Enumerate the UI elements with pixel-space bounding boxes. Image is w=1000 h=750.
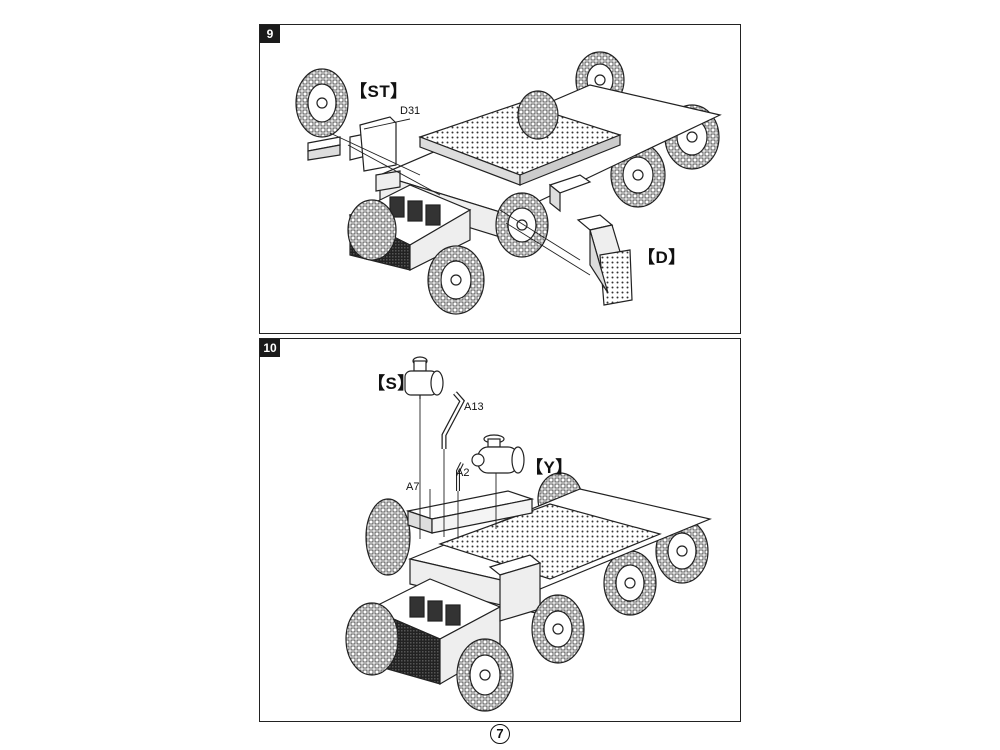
step-number: 10 (260, 339, 280, 357)
part-label-a13: A13 (464, 401, 484, 413)
callout-y: 【Y】 (526, 458, 573, 477)
callout-s: 【S】 (368, 374, 415, 393)
callout-st: 【ST】 (350, 82, 408, 101)
wheel-mid-r (531, 594, 585, 664)
callout-d: 【D】 (638, 248, 686, 267)
part-label-d31: D31 (400, 105, 421, 117)
part-label-a7: A7 (406, 481, 420, 493)
wheel-mid (495, 192, 549, 258)
wheel-front-left (347, 199, 397, 261)
bracket-d31-part (307, 116, 401, 192)
wheel-front-l (345, 602, 399, 676)
wheel-front-right (427, 245, 485, 315)
air-cleaner-s-part (404, 356, 444, 399)
part-d (576, 214, 633, 306)
pipe-a13-part (441, 391, 466, 449)
wheel-rear-c (603, 550, 657, 616)
wheel-mid-2 (517, 90, 559, 140)
step-9-panel: 9 (259, 24, 741, 334)
wheel-left-back (365, 498, 411, 576)
wheel-front-r (456, 638, 514, 712)
page-number: 7 (490, 724, 510, 744)
tank-y-part (471, 434, 525, 474)
step-10-panel: 10 (259, 338, 741, 722)
step-9-assembly-illustration (295, 51, 722, 315)
step-number: 9 (260, 25, 280, 43)
step-10-assembly-illustration (345, 356, 712, 712)
spare-tire-part (295, 68, 349, 138)
part-label-a2: A2 (456, 467, 470, 479)
